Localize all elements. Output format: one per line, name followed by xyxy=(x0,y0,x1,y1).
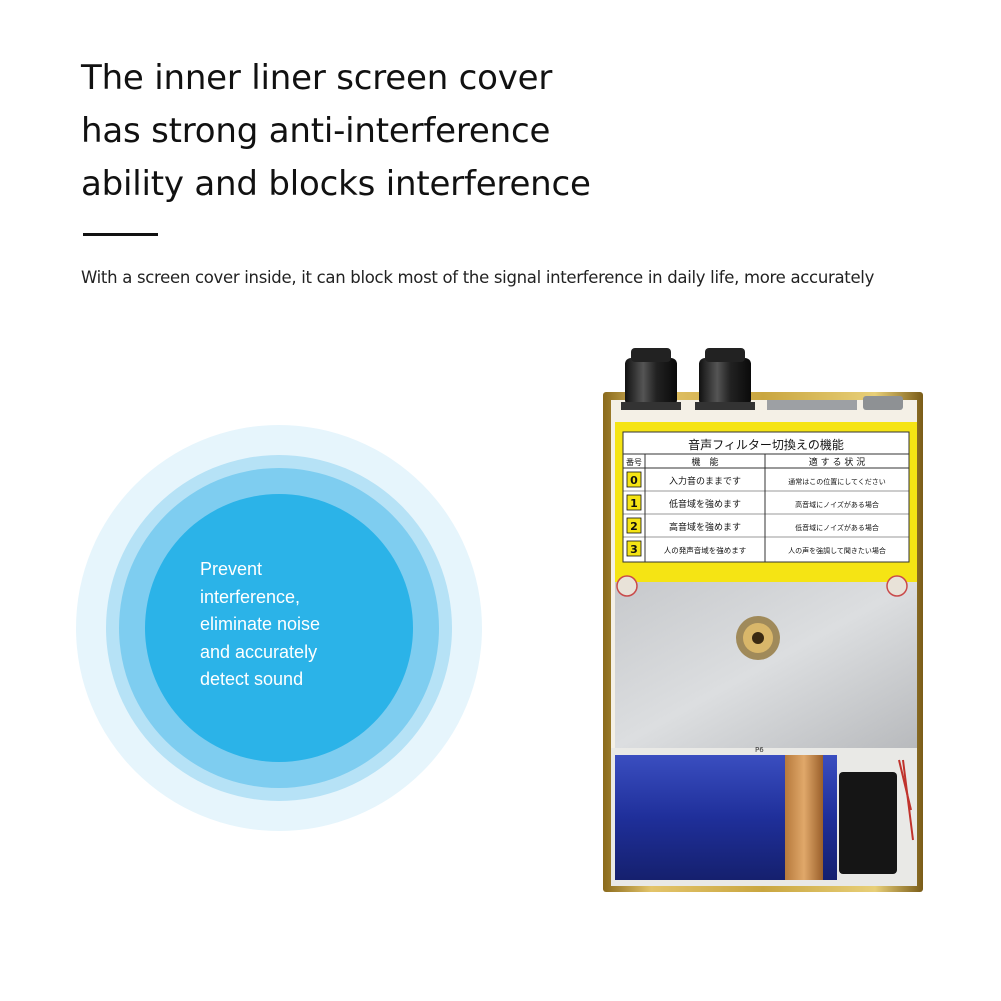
label-row-0: 0 入力音のままです 通常はこの位置にしてください xyxy=(626,471,886,488)
battery-marking: P6 xyxy=(755,746,764,754)
circle-caption: Prevent interference, eliminate noise an… xyxy=(200,556,390,694)
label-row-3-num: 3 xyxy=(630,543,638,556)
label-title: 音声フィルター切換えの機能 xyxy=(688,437,844,452)
label-header-num: 番号 xyxy=(626,457,642,467)
label-header-func: 機 能 xyxy=(691,456,718,468)
label-row-2-func: 高音域を強めます xyxy=(669,521,741,533)
circle-caption-line-1: Prevent xyxy=(200,559,263,579)
headline-line-1: The inner liner screen cover xyxy=(81,58,553,98)
label-row-1-num: 1 xyxy=(630,497,638,510)
circle-core xyxy=(145,494,413,762)
label-row-3-situation: 人の声を強調して聞きたい場合 xyxy=(788,546,886,555)
battery-clip xyxy=(839,772,897,874)
label-header-situation: 適 す る 状 況 xyxy=(809,456,865,468)
circle-caption-line-5: detect sound xyxy=(200,669,304,689)
circle-caption-line-3: eliminate noise xyxy=(200,614,321,634)
label-row-3: 3 人の発声音域を強めます 人の声を強調して聞きたい場合 xyxy=(626,540,886,557)
subtitle: With a screen cover inside, it can block… xyxy=(81,268,875,287)
shield-plate xyxy=(615,582,917,748)
label-row-2-situation: 低音域にノイズがある場合 xyxy=(795,523,879,532)
screw-left-icon xyxy=(616,575,638,597)
label-row-1: 1 低音域を強めます 高音域にノイズがある場合 xyxy=(626,494,879,511)
label-row-3-func: 人の発声音域を強めます xyxy=(664,545,747,555)
headline-divider xyxy=(83,233,158,236)
label-row-0-num: 0 xyxy=(630,474,638,487)
headline-line-2: has strong anti-interference xyxy=(81,111,551,151)
label-row-2: 2 高音域を強めます 低音域にノイズがある場合 xyxy=(626,517,879,534)
label-row-1-situation: 高音域にノイズがある場合 xyxy=(795,500,879,509)
circle-caption-line-4: and accurately xyxy=(200,641,318,662)
knob-left-icon xyxy=(621,348,681,410)
device-photo: 音声フィルター切換えの機能 番号 機 能 適 す る 状 況 0 入力音のままで… xyxy=(603,348,923,892)
label-row-0-situation: 通常はこの位置にしてください xyxy=(788,477,886,486)
label-row-0-func: 入力音のままです xyxy=(669,475,741,487)
circle-caption-line-2: interference, xyxy=(200,586,301,607)
screw-right-icon xyxy=(886,575,908,597)
knob-right-icon xyxy=(695,348,755,410)
headline: The inner liner screen cover has strong … xyxy=(81,52,701,211)
label-row-1-func: 低音域を強めます xyxy=(669,498,741,510)
label-row-2-num: 2 xyxy=(630,520,638,533)
headline-line-3: ability and blocks interference xyxy=(81,164,591,204)
